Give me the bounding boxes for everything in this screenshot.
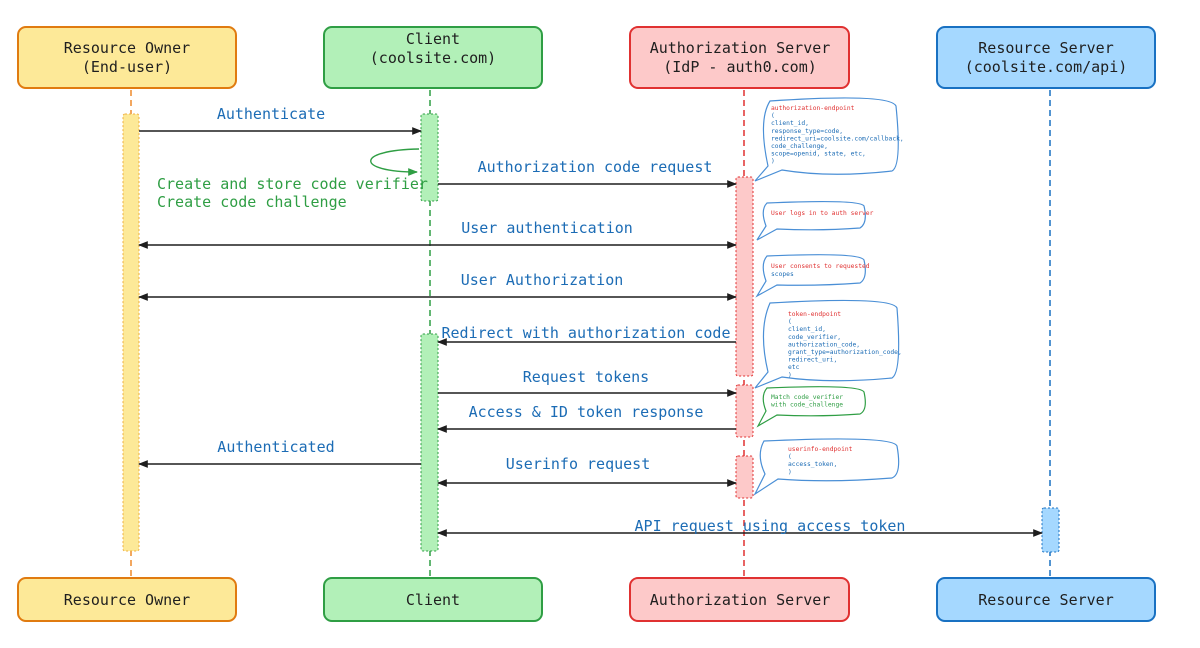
note-line: scope=openid, state, etc,	[771, 151, 866, 158]
note-line: authorization-endpoint	[771, 105, 855, 112]
note-line: Match code_verifier	[771, 394, 843, 401]
note-line: (	[788, 454, 792, 461]
participant-resource-owner-bottom: Resource Owner	[17, 577, 237, 622]
participant-title: Client	[406, 30, 460, 48]
note-line: response_type=code,	[771, 128, 843, 135]
note-line: access_token,	[788, 461, 837, 468]
participant-label: Resource Server	[978, 591, 1113, 609]
note-line: grant_type=authorization_code,	[788, 349, 902, 356]
participant-resource-server-bottom: Resource Server	[936, 577, 1156, 622]
participant-title: Authorization Server	[650, 39, 831, 57]
activation-resource-owner	[122, 113, 140, 552]
note-line: )	[788, 469, 792, 476]
message-label: API request using access token	[635, 517, 906, 535]
message-label: User Authorization	[461, 271, 624, 289]
note-text-authorization-endpoint: authorization-endpoint(client_id,respons…	[771, 105, 904, 165]
message-label: Authorization code request	[478, 158, 713, 176]
participant-client-bottom: Client	[323, 577, 543, 622]
note-line: )	[788, 372, 792, 379]
participant-subtitle: (coolsite.com)	[370, 49, 496, 67]
note-line: userinfo-endpoint	[788, 446, 853, 453]
note-match-verifier	[756, 386, 866, 428]
participant-subtitle: (coolsite.com/api)	[965, 58, 1128, 76]
participant-subtitle: (End-user)	[82, 58, 172, 76]
note-userinfo-endpoint	[753, 438, 900, 496]
message-label: Authenticated	[217, 438, 334, 456]
message-label: Create and store code verifier	[157, 175, 428, 193]
message-label: Authenticate	[217, 105, 325, 123]
participant-authorization-server-top: Authorization Server (IdP - auth0.com)	[629, 26, 850, 89]
participant-resource-owner-top: Resource Owner (End-user)	[17, 26, 237, 89]
notes	[753, 97, 900, 496]
note-line: client_id,	[788, 326, 826, 333]
note-token-endpoint	[754, 299, 900, 389]
note-line: )	[771, 158, 775, 165]
participant-label: Resource Owner	[64, 591, 190, 609]
note-line: User consents to requested	[771, 263, 870, 270]
activation-client-2	[420, 333, 439, 552]
note-line: code_challenge,	[771, 143, 828, 150]
note-line: token-endpoint	[788, 311, 841, 318]
note-line: User logs in to auth server	[771, 210, 874, 217]
note-line: code_verifier,	[788, 334, 841, 341]
note-line: redirect_uri,	[788, 357, 837, 364]
activation-client-1	[420, 113, 439, 202]
note-line: etc	[788, 364, 800, 371]
note-line: (	[771, 113, 775, 120]
note-text-token-endpoint: token-endpoint(client_id,code_verifier,a…	[788, 311, 902, 379]
participant-title: Resource Server	[978, 39, 1113, 57]
participant-label: Client	[406, 591, 460, 609]
note-line: authorization_code,	[788, 341, 860, 348]
note-text-user-login: User logs in to auth server	[771, 210, 874, 217]
message-label: Create code challenge	[157, 193, 347, 211]
note-text-userinfo-endpoint: userinfo-endpoint(access_token,)	[788, 446, 853, 476]
activation-resource-server	[1041, 507, 1060, 553]
message-label: Userinfo request	[506, 455, 651, 473]
activation-auth-3	[735, 455, 754, 499]
note-line: scopes	[771, 271, 794, 278]
self-loop-arrow	[370, 148, 420, 176]
participant-label: Authorization Server	[650, 591, 831, 609]
note-authorization-endpoint	[754, 97, 899, 182]
note-user-consent	[755, 254, 866, 298]
message-label: Request tokens	[523, 368, 649, 386]
message-label: Access & ID token response	[469, 403, 704, 421]
message-labels: Authenticate Create and store code verif…	[157, 105, 905, 535]
note-line: with code_challenge	[771, 402, 843, 409]
activations	[122, 113, 1060, 553]
note-texts: authorization-endpoint(client_id,respons…	[771, 105, 904, 476]
participant-resource-server-top: Resource Server (coolsite.com/api)	[936, 26, 1156, 89]
participant-authorization-server-bottom: Authorization Server	[629, 577, 850, 622]
participant-client-top: Client (coolsite.com)	[323, 26, 543, 89]
participant-subtitle: (IdP - auth0.com)	[663, 58, 817, 76]
activation-auth-1	[735, 176, 754, 377]
messages	[138, 127, 1043, 537]
message-label: User authentication	[461, 219, 633, 237]
note-line: (	[788, 319, 792, 326]
note-line: client_id,	[771, 120, 809, 127]
note-line: redirect_uri=coolsite.com/callback,	[771, 135, 904, 142]
note-user-login	[756, 200, 866, 241]
message-label: Redirect with authorization code	[442, 324, 731, 342]
participant-title: Resource Owner	[64, 39, 190, 57]
activation-auth-2	[735, 384, 754, 438]
